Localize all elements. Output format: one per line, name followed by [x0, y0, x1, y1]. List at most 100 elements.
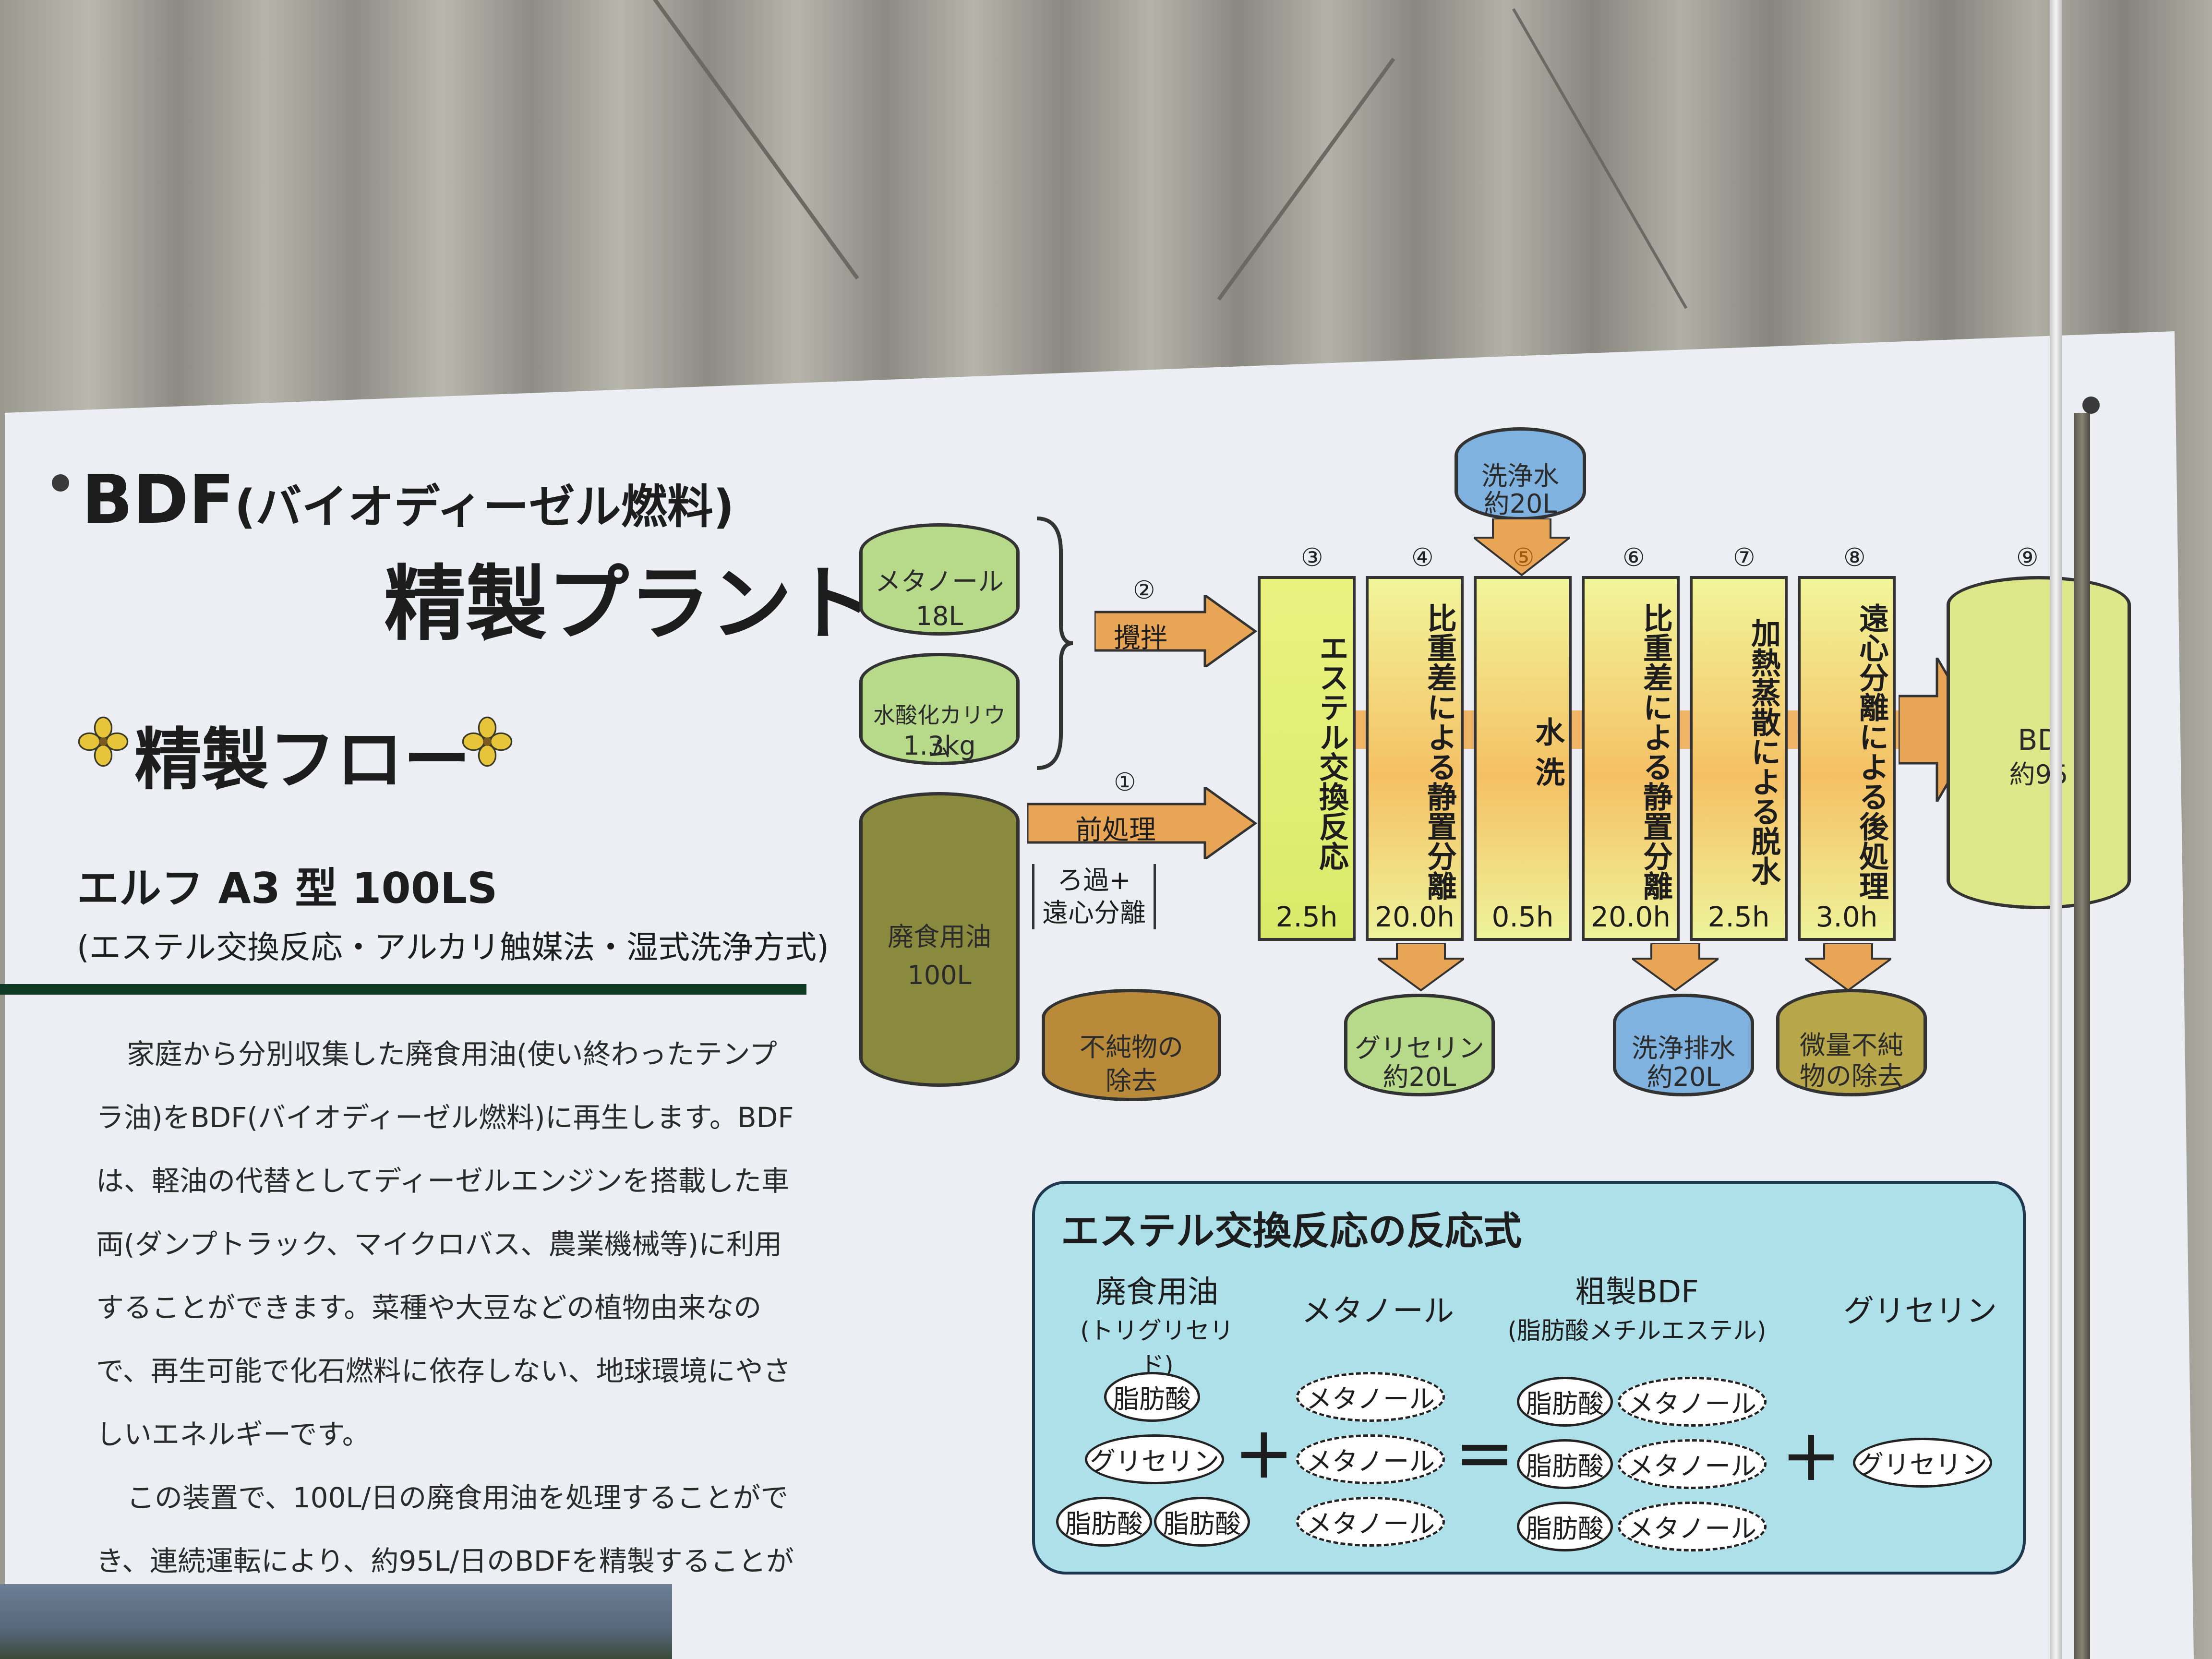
fatty-acid-oval: 脂肪酸 [1517, 1377, 1613, 1427]
pretreatment-note-line2: 遠心分離 [1042, 898, 1146, 928]
formula-methanol-header: メタノール [1301, 1294, 1455, 1329]
ceiling-rod [1217, 58, 1395, 301]
hanging-wire [2050, 0, 2062, 1659]
vertical-pipe [2074, 413, 2090, 1659]
step-number: ⑥ [1623, 543, 1645, 572]
pretreatment-note-line1: ろ過+ [1057, 865, 1131, 895]
methanol-oval: メタノール [1618, 1439, 1767, 1489]
equals-sign: = [1455, 1411, 1515, 1495]
description-paragraph: 家庭から分別収集した廃食用油(使い終わったテンプラ油)をBDF(バイオディーゼル… [96, 1038, 794, 1451]
plus-sign: + [1781, 1414, 1841, 1497]
glycerin-oval: グリセリン [1853, 1438, 1992, 1488]
ceiling-rod [653, 0, 859, 280]
formula-glycerin-header: グリセリン [1843, 1294, 1997, 1329]
glycerin-oval: グリセリン [1085, 1434, 1224, 1484]
skyline-photo [0, 1584, 672, 1659]
waste-oil-name: 廃食用油 [888, 922, 991, 952]
fatty-acid-oval: 脂肪酸 [1517, 1439, 1613, 1489]
page-subtitle: 精製プラント [384, 557, 874, 652]
trace-arrow [1805, 943, 1891, 991]
trace-line2: 物の除去 [1800, 1061, 1903, 1091]
step-number: ② [1133, 576, 1155, 605]
pretreatment-label: 前処理 [1075, 815, 1156, 846]
brace-icon [1036, 517, 1073, 770]
description: 家庭から分別収集した廃食用油(使い終わったテンプラ油)をBDF(バイオディーゼル… [96, 1022, 797, 1656]
impurity-tank: 不純物の 除去 [1042, 989, 1221, 1101]
step-number: ⑨ [2016, 543, 2039, 572]
methanol-oval: メタノール [1618, 1502, 1767, 1551]
pretreatment-note: ろ過+ 遠心分離 [1032, 864, 1156, 929]
step-column: 加熱蒸散による脱水 2.5h [1690, 576, 1788, 941]
ceiling-rod [1512, 8, 1688, 309]
glycerin-tank: グリセリン 約20L [1344, 994, 1495, 1096]
methanol-name: メタノール [875, 566, 1004, 597]
fatty-acid-oval: 脂肪酸 [1104, 1372, 1200, 1422]
fatty-acid-oval: 脂肪酸 [1154, 1497, 1250, 1547]
methanol-oval: メタノール [1296, 1497, 1445, 1547]
formula-bdf-name: 粗製BDF [1575, 1274, 1699, 1310]
page-title: BDF(バイオディーゼル燃料) [82, 461, 734, 539]
waste-oil-tank: 廃食用油 100L [859, 792, 1020, 1087]
step-column: 比重差による静置分離 20.0h [1366, 576, 1464, 941]
step-column: エステル交換反応 2.5h [1258, 576, 1356, 941]
step-label: 水 洗 [1530, 717, 1565, 787]
methanol-tank: メタノール 18L [859, 523, 1020, 636]
step-time: 3.0h [1815, 901, 1878, 933]
step-time: 2.5h [1275, 901, 1338, 933]
step-time: 2.5h [1707, 901, 1770, 933]
step-number: ⑧ [1843, 543, 1866, 572]
trace-line1: 微量不純 [1800, 1030, 1903, 1060]
methanol-oval: メタノール [1296, 1434, 1445, 1484]
koh-tank: 水酸化カリウム 1.3kg [859, 653, 1020, 765]
wastewater-amount: 約20L [1647, 1062, 1720, 1092]
title-bdf: BDF [82, 461, 235, 539]
divider [0, 984, 806, 995]
fatty-acid-oval: 脂肪酸 [1517, 1502, 1613, 1551]
formula-oil-sub: (トリグリセリド) [1080, 1317, 1234, 1379]
formula-oil-header: 廃食用油 (トリグリセリド) [1066, 1267, 1248, 1381]
pretreatment-arrow [1027, 787, 1258, 859]
flower-icon [462, 716, 513, 767]
wash-water-tank: 洗浄水 約20L [1455, 427, 1586, 520]
stir-label: 攪拌 [1114, 623, 1167, 654]
step-column: 比重差による静置分離 20.0h [1582, 576, 1680, 941]
step-label: 比重差による静置分離 [1638, 603, 1673, 901]
wastewater-arrow [1632, 943, 1719, 991]
waste-oil-amount: 100L [907, 960, 972, 990]
formula-oil-name: 廃食用油 [1095, 1274, 1218, 1310]
step-number: ① [1114, 768, 1136, 797]
step-time: 20.0h [1375, 901, 1455, 933]
bolt [52, 474, 69, 492]
koh-amount: 1.3kg [903, 731, 976, 761]
formula-bdf-sub: (脂肪酸メチルエステル) [1507, 1317, 1767, 1345]
step-time: 0.5h [1491, 901, 1554, 933]
glycerin-arrow [1378, 943, 1464, 991]
methanol-amount: 18L [915, 601, 963, 631]
wash-water-name: 洗浄水 [1481, 461, 1559, 491]
step-column: 遠心分離による後処理 3.0h [1798, 576, 1896, 941]
bdf-output-tank: BD 約95 [1947, 576, 2131, 909]
step-number: ⑦ [1733, 543, 1755, 572]
bolt [2082, 397, 2100, 414]
step-label: 比重差による静置分離 [1422, 603, 1457, 901]
model-name: エルフ A3 型 100LS [77, 864, 498, 913]
output-amount: 約95 [2009, 759, 2068, 790]
title-paren: (バイオディーゼル燃料) [234, 480, 734, 534]
step-column: 水 洗 0.5h [1474, 576, 1572, 941]
methanol-oval: メタノール [1618, 1377, 1767, 1427]
methanol-oval: メタノール [1296, 1372, 1445, 1422]
output-name: BD [2018, 723, 2060, 757]
koh-name: 水酸化カリウム [873, 702, 1006, 762]
formula-bdf-header: 粗製BDF (脂肪酸メチルエステル) [1498, 1267, 1776, 1346]
wastewater-name: 洗浄排水 [1632, 1033, 1735, 1063]
step-time: 20.0h [1591, 901, 1671, 933]
step-label: エステル交換反応 [1314, 633, 1349, 871]
plus-sign: + [1234, 1411, 1294, 1495]
step-number: ⑤ [1512, 543, 1535, 572]
wash-water-amount: 約20L [1483, 489, 1557, 519]
formula-heading: エステル交換反応の反応式 [1061, 1209, 1522, 1253]
step-number: ④ [1411, 543, 1434, 572]
flow-heading: 精製フロー [134, 721, 471, 799]
model-method: (エステル交換反応・アルカリ触媒法・湿式洗浄方式) [77, 929, 829, 966]
step-number: ③ [1301, 543, 1323, 572]
